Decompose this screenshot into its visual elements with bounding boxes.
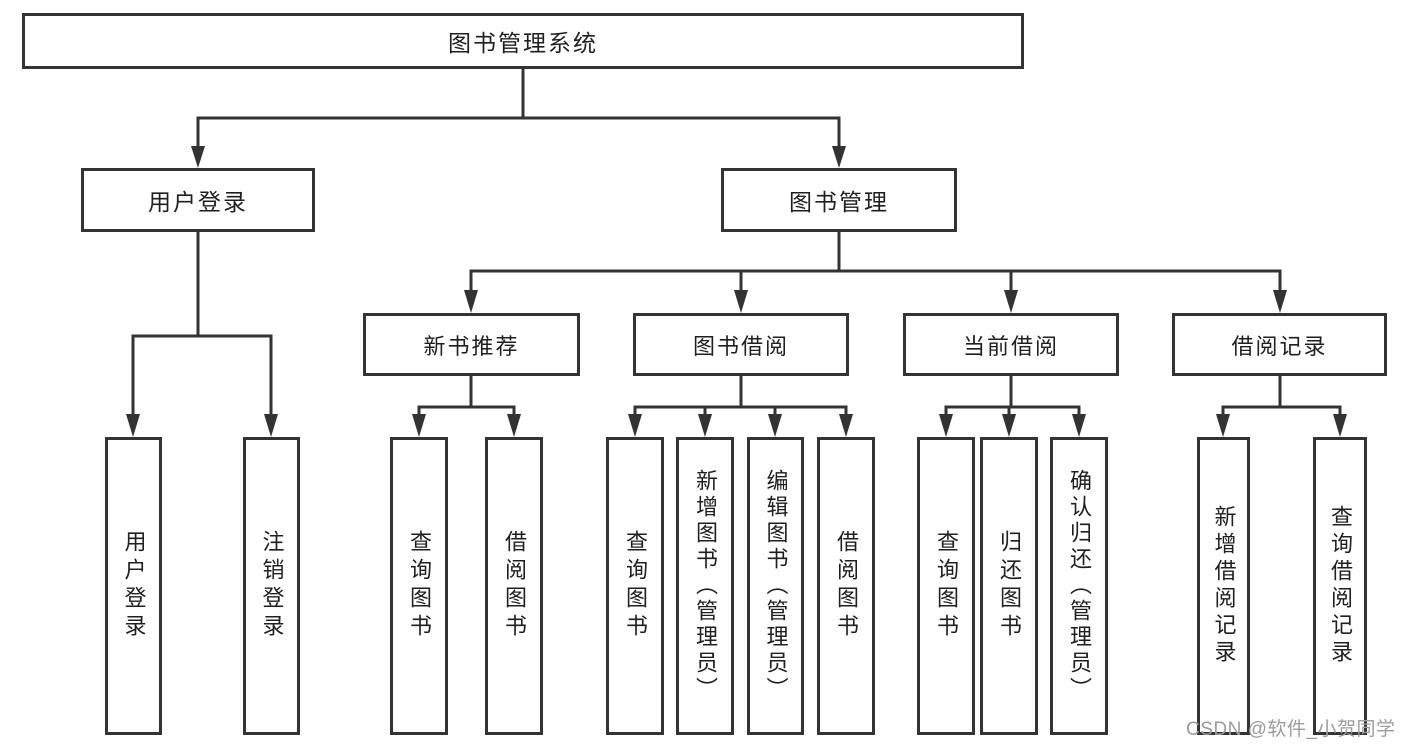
leaf-query-borrow-record: 查询借阅记录: [1313, 437, 1367, 735]
node-new-book-recommend: 新书推荐: [363, 313, 580, 376]
leaf-query-books-current: 查询图书: [917, 437, 975, 735]
leaf-edit-books-admin: 编辑图书（管理员）: [747, 437, 804, 735]
leaf-confirm-return-admin: 确认归还（管理员）: [1050, 437, 1108, 735]
leaf-add-books-admin: 新增图书（管理员）: [676, 437, 734, 735]
leaf-query-books-recommend: 查询图书: [390, 437, 448, 735]
node-borrowing-records: 借阅记录: [1172, 313, 1387, 376]
node-user-login: 用户登录: [81, 168, 315, 232]
leaf-query-books-borrowing: 查询图书: [606, 437, 664, 735]
node-current-borrowing: 当前借阅: [903, 313, 1119, 376]
leaf-return-books: 归还图书: [980, 437, 1038, 735]
node-root: 图书管理系统: [22, 13, 1024, 69]
leaf-user-login: 用户登录: [105, 437, 162, 735]
watermark: CSDN @软件_小贺同学: [1186, 719, 1396, 740]
leaf-add-borrow-record: 新增借阅记录: [1197, 437, 1250, 735]
leaf-logout: 注销登录: [243, 437, 300, 735]
leaf-borrow-books-borrowing: 借阅图书: [817, 437, 875, 735]
node-book-borrowing: 图书借阅: [633, 313, 849, 376]
node-book-management: 图书管理: [721, 168, 957, 232]
leaf-borrow-books-recommend: 借阅图书: [485, 437, 543, 735]
